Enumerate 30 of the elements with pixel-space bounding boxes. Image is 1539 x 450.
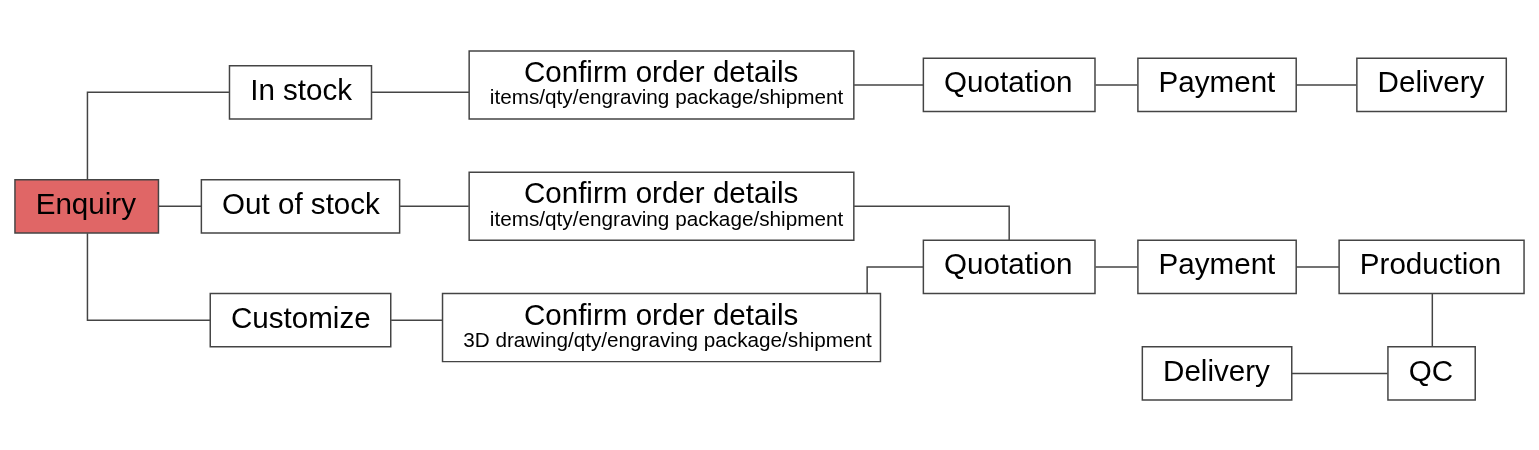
connector: [853, 205, 1010, 241]
connector: [1094, 83, 1139, 86]
connector: [1094, 265, 1139, 268]
connector: [86, 232, 211, 321]
node-box: Confirm order details items/qty/engraving package/shipment: [468, 49, 855, 120]
connector: [371, 91, 470, 93]
node-box: Enquiry: [14, 178, 160, 234]
node-box: Out of stock: [200, 178, 401, 234]
connector: [1431, 292, 1434, 347]
connector: [1291, 372, 1389, 374]
connector: [866, 265, 924, 294]
connector: [157, 205, 202, 207]
node-box: Customize: [209, 292, 392, 348]
connector: [86, 91, 230, 180]
node-box: Quotation: [922, 57, 1096, 112]
connector: [1295, 265, 1340, 268]
node-box: Payment: [1137, 239, 1297, 294]
node-box: QC: [1387, 345, 1476, 401]
connector: [1295, 83, 1357, 86]
node-box: Production: [1338, 239, 1525, 294]
connector: [853, 83, 924, 86]
connector: [390, 318, 444, 321]
node-box: Delivery: [1141, 345, 1293, 401]
node-box: Confirm order details 3D drawing/qty/engraving package/shipment: [441, 292, 882, 362]
node-box: Payment: [1137, 57, 1297, 112]
connector: [399, 205, 470, 207]
node-box: Confirm order details items/qty/engraving package/shipment: [468, 171, 855, 241]
node-box: Delivery: [1356, 57, 1508, 112]
node-box: Quotation: [922, 239, 1096, 294]
node-box: In stock: [228, 64, 373, 120]
